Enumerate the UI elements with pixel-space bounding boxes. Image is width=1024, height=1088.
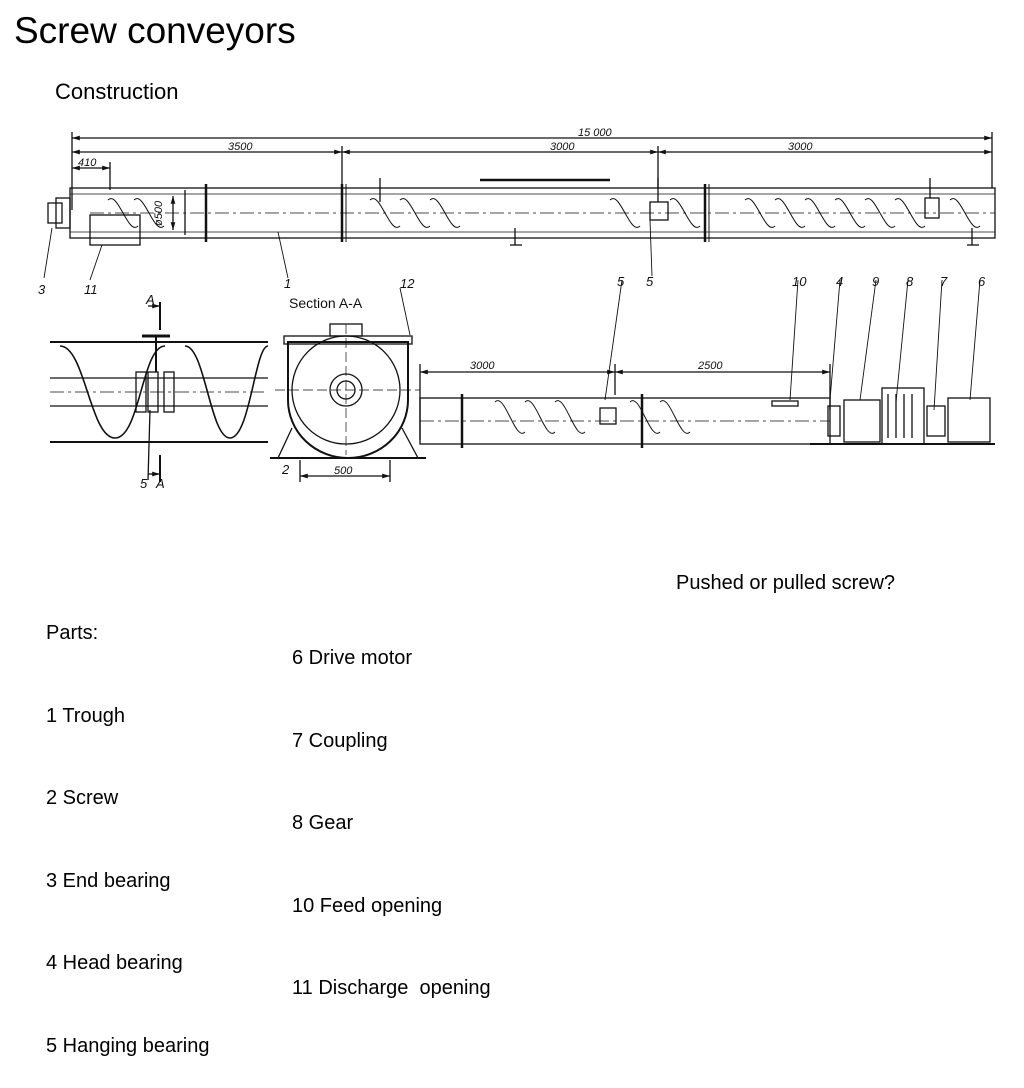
part-item: 10 Feed opening — [292, 894, 443, 917]
top-dimensions — [71, 132, 993, 235]
dim-2500: 2500 — [697, 360, 723, 372]
part-item: 2 Screw — [46, 787, 119, 809]
conveyor-drawing: 15 000 3500 3000 3000 410 ø500 3000 2500… — [38, 127, 996, 491]
longitudinal-section — [50, 302, 269, 482]
dim-500: 500 — [334, 465, 353, 477]
question-text: Pushed or pulled screw? — [676, 572, 896, 594]
dim-3000-c: 3000 — [470, 360, 495, 372]
dim-diameter-500: ø500 — [153, 200, 165, 226]
dim-3000-b: 3000 — [788, 141, 813, 153]
callout-11: 11 — [84, 282, 98, 297]
section-label: Section A-A — [289, 295, 363, 311]
callout-1: 1 — [284, 276, 291, 291]
part-item: 1 Trough — [46, 704, 125, 727]
part-item: 7 Coupling — [292, 729, 388, 752]
trough-top-view — [47, 178, 996, 246]
dim-410: 410 — [78, 157, 97, 169]
parts-header: Parts: — [46, 622, 99, 644]
part-item: 3 End bearing — [46, 869, 171, 892]
screw-flights-top — [107, 198, 981, 228]
parts-list-left: Parts: 1 Trough 2 Screw 3 End bearing 4 … — [46, 565, 209, 1088]
slide-subtitle: Construction — [55, 79, 179, 104]
dim-3000-a: 3000 — [550, 141, 575, 153]
callout-4: 4 — [836, 274, 843, 289]
slide-title: Screw conveyors — [14, 10, 296, 51]
callout-8: 8 — [906, 274, 914, 289]
callout-leaders — [43, 219, 981, 411]
callout-5-a: 5 — [617, 274, 625, 289]
callout-5-b: 5 — [646, 274, 654, 289]
part-item: 4 Head bearing — [46, 952, 183, 974]
side-view — [419, 364, 995, 448]
callout-12: 12 — [400, 276, 415, 291]
cross-section — [270, 323, 426, 482]
part-item: 5 Hanging bearing — [46, 1034, 210, 1057]
parts-list-right: 6 Drive motor 7 Coupling 8 Gear 10 Feed … — [292, 590, 491, 1030]
section-mark-a-top: A — [145, 292, 155, 307]
part-item: 8 Gear — [292, 812, 354, 834]
callout-5-c: 5 — [140, 476, 148, 491]
part-item: 11 Discharge opening — [292, 977, 491, 999]
part-item: 6 Drive motor — [292, 647, 413, 669]
callout-9: 9 — [872, 274, 879, 289]
callout-6: 6 — [978, 274, 986, 289]
callout-7: 7 — [940, 274, 948, 289]
callout-2: 2 — [281, 462, 290, 477]
callout-3: 3 — [38, 282, 46, 297]
dim-3500: 3500 — [228, 141, 253, 153]
dim-total: 15 000 — [578, 127, 613, 139]
section-mark-a-bottom: A — [155, 476, 165, 491]
callout-10: 10 — [792, 274, 807, 289]
